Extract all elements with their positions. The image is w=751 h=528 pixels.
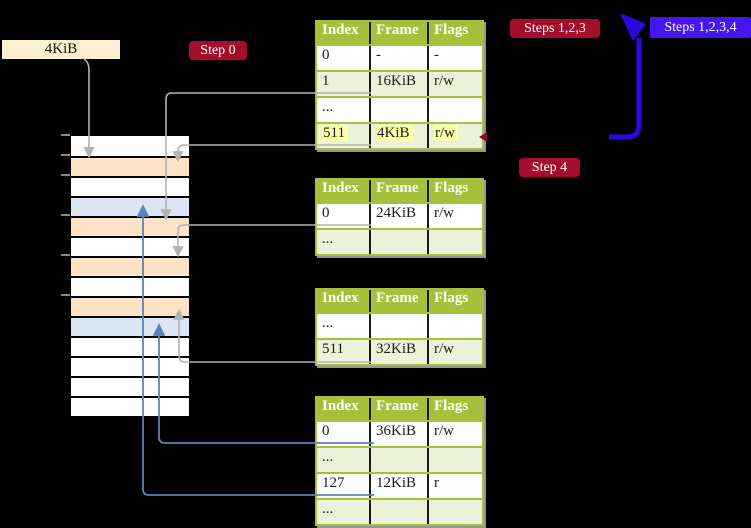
table-row: 0 -- (317, 44, 482, 70)
column-header: Flags (427, 290, 482, 312)
highlighted-value: 511 (322, 125, 348, 141)
page-size-label: 4KiB (2, 40, 120, 59)
memory-frame-row-white (71, 356, 189, 376)
table-cell (369, 314, 427, 338)
table-row: ... (317, 228, 482, 254)
table-cell: 16KiB (369, 72, 427, 96)
memory-frame-row-white (71, 396, 189, 416)
table-cell: r/w (427, 124, 482, 148)
table-row: ... (317, 96, 482, 122)
table-cell: r (427, 474, 482, 498)
table-cell: ... (322, 501, 334, 517)
table-cell (427, 500, 482, 524)
column-header: Frame (369, 398, 427, 420)
column-header: Index (322, 398, 359, 414)
table-cell: r/w (427, 340, 482, 364)
steps1234-badge: Steps 1,2,3,4 (650, 17, 751, 38)
table-row: ... (317, 498, 482, 524)
loop-arrowhead (620, 13, 646, 41)
column-header: Flags (427, 22, 482, 44)
memory-frame-row-white (71, 176, 189, 196)
memory-frame-row-peach (71, 296, 189, 316)
table-row: ... (317, 312, 482, 338)
table-row: 511 4KiB r/w (317, 122, 482, 148)
memory-frame-row-blue (71, 316, 189, 336)
table-cell (427, 314, 482, 338)
column-header: Frame (369, 180, 427, 202)
column-header: Flags (427, 398, 482, 420)
table-cell: 0 (322, 423, 330, 439)
table-cell: 24KiB (369, 204, 427, 228)
table-cell: ... (322, 99, 334, 115)
memory-frame-row-peach (71, 216, 189, 236)
table-cell: 511 (317, 124, 369, 148)
table-cell: 32KiB (369, 340, 427, 364)
table-cell: r/w (427, 422, 482, 446)
physical-memory-column (70, 135, 190, 417)
table-cell: r/w (427, 204, 482, 228)
table-cell (369, 98, 427, 122)
table-cell: 36KiB (369, 422, 427, 446)
column-header: Index (322, 22, 359, 38)
memory-address-ticks (61, 134, 70, 296)
memory-frame-row-peach (71, 256, 189, 276)
table-cell: 0 (322, 205, 330, 221)
table-cell: - (369, 46, 427, 70)
memory-frame-row-white (71, 236, 189, 256)
highlighted-value: r/w (434, 125, 458, 141)
memory-frame-row-white (71, 276, 189, 296)
table-cell: 511 (322, 341, 344, 357)
column-header: Flags (427, 180, 482, 202)
table-cell: 4KiB (369, 124, 427, 148)
table-row: ... (317, 446, 482, 472)
memory-frame-row-white (71, 336, 189, 356)
memory-frame-row-blue (71, 196, 189, 216)
highlighted-value: 4KiB (376, 125, 413, 141)
column-header: Index (322, 290, 359, 306)
table-cell (427, 230, 482, 254)
table-cell (369, 448, 427, 472)
table-cell (369, 230, 427, 254)
step0-badge: Step 0 (189, 41, 247, 60)
column-header: Index (322, 180, 359, 196)
loop-arrow (609, 13, 646, 140)
table-cell (369, 500, 427, 524)
table-cell: ... (322, 449, 334, 465)
table-cell: ... (322, 231, 334, 247)
memory-frame-row-white (71, 136, 189, 156)
table-cell: 1 (322, 73, 330, 89)
table-cell: 127 (322, 475, 345, 491)
table-cell (427, 448, 482, 472)
memory-frame-row-peach (71, 156, 189, 176)
column-header: Frame (369, 290, 427, 312)
table-cell: ... (322, 315, 334, 331)
table-cell: 12KiB (369, 474, 427, 498)
table-cell: r/w (427, 72, 482, 96)
table-cell: 0 (322, 47, 330, 63)
column-header: Frame (369, 22, 427, 44)
memory-frame-row-white (71, 376, 189, 396)
step4-badge: Step 4 (519, 158, 580, 177)
steps123-badge: Steps 1,2,3 (510, 19, 600, 38)
table-cell: - (427, 46, 482, 70)
table-cell (427, 98, 482, 122)
